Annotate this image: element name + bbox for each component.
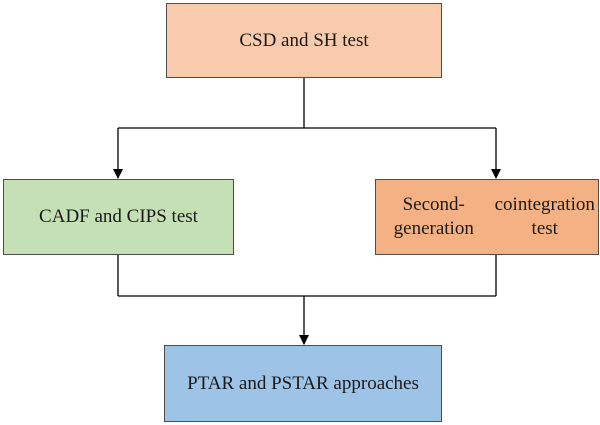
ptar-pstar-approaches-box: PTAR and PSTAR approaches [164, 345, 442, 422]
csd-sh-test-box: CSD and SH test [166, 3, 442, 78]
ptar-pstar-approaches-label: PTAR and PSTAR approaches [187, 372, 419, 394]
cointegration-test-label-line2: cointegration test [494, 194, 595, 239]
cointegration-test-label-line1: Second-generation [393, 194, 474, 239]
cadf-cips-test-label: CADF and CIPS test [39, 206, 198, 228]
csd-sh-test-label: CSD and SH test [239, 29, 369, 51]
cadf-cips-test-box: CADF and CIPS test [3, 179, 234, 255]
cointegration-test-box: Second-generation cointegration test [375, 179, 599, 255]
